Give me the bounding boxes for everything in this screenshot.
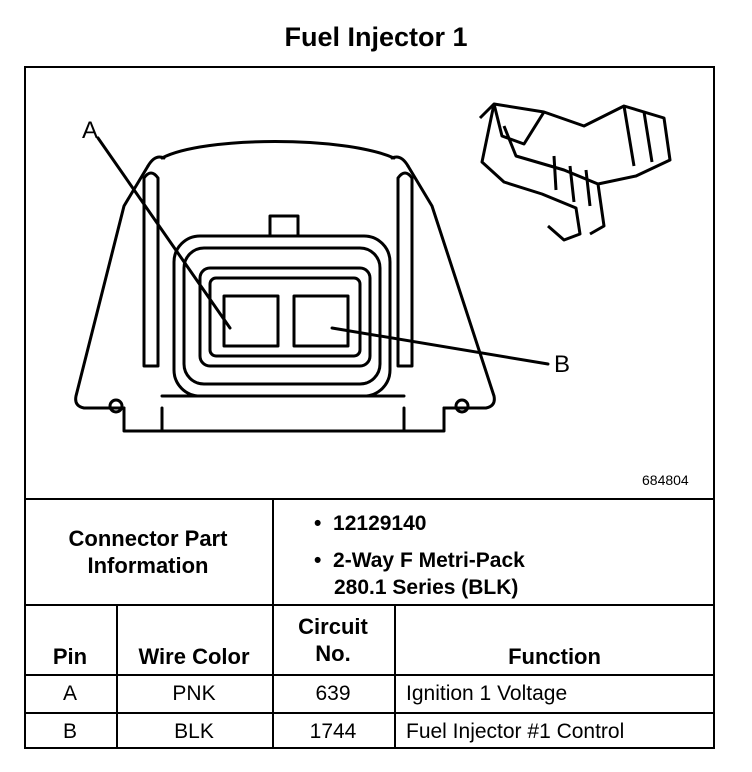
row-b-wire-color: BLK	[174, 720, 214, 743]
header-function: Function	[508, 643, 601, 669]
divider	[24, 674, 715, 676]
divider	[24, 498, 715, 500]
bullet: •	[314, 549, 322, 572]
bullet: •	[314, 512, 322, 535]
row-a-pin: A	[62, 682, 77, 705]
connector-info-label: Connector Part Information	[24, 500, 272, 604]
header-circuit: Circuit No.	[272, 606, 394, 674]
header-wire-color: Wire Color	[138, 643, 250, 669]
outer-frame	[24, 66, 715, 749]
part-number-line: • 12129140	[314, 510, 525, 537]
callout-b: B	[554, 351, 570, 378]
connector-info-label-line1: Connector Part	[68, 526, 228, 551]
connector-diagram: A B	[74, 102, 672, 433]
divider	[272, 604, 274, 749]
row-a-circuit: 639	[315, 682, 351, 705]
divider	[394, 604, 396, 749]
figure-id: 684804	[642, 472, 689, 488]
part-number: 12129140	[333, 512, 427, 535]
divider	[24, 604, 715, 606]
header-circuit-line2: No.	[315, 641, 351, 666]
header-circuit-line1: Circuit	[298, 614, 368, 639]
connector-info-label-line2: Information	[87, 553, 209, 578]
callout-a: A	[82, 117, 98, 144]
page-title: Fuel Injector 1	[284, 22, 468, 52]
description-line2: 280.1 Series (BLK)	[334, 576, 519, 599]
connector-description: 2-Way F Metri-Pack	[333, 549, 525, 572]
divider	[24, 712, 715, 714]
row-b-circuit: 1744	[309, 720, 357, 743]
description-line1: • 2-Way F Metri-Pack	[314, 547, 525, 574]
row-a-function: Ignition 1 Voltage	[406, 682, 568, 705]
divider	[116, 604, 118, 749]
row-b-pin: B	[62, 720, 77, 743]
header-pin: Pin	[52, 643, 88, 669]
row-b-function: Fuel Injector #1 Control	[406, 720, 625, 743]
divider	[272, 498, 274, 604]
connector-info-details: • 12129140 • 2-Way F Metri-Pack 280.1 Se…	[314, 510, 525, 601]
row-a-wire-color: PNK	[172, 682, 216, 705]
